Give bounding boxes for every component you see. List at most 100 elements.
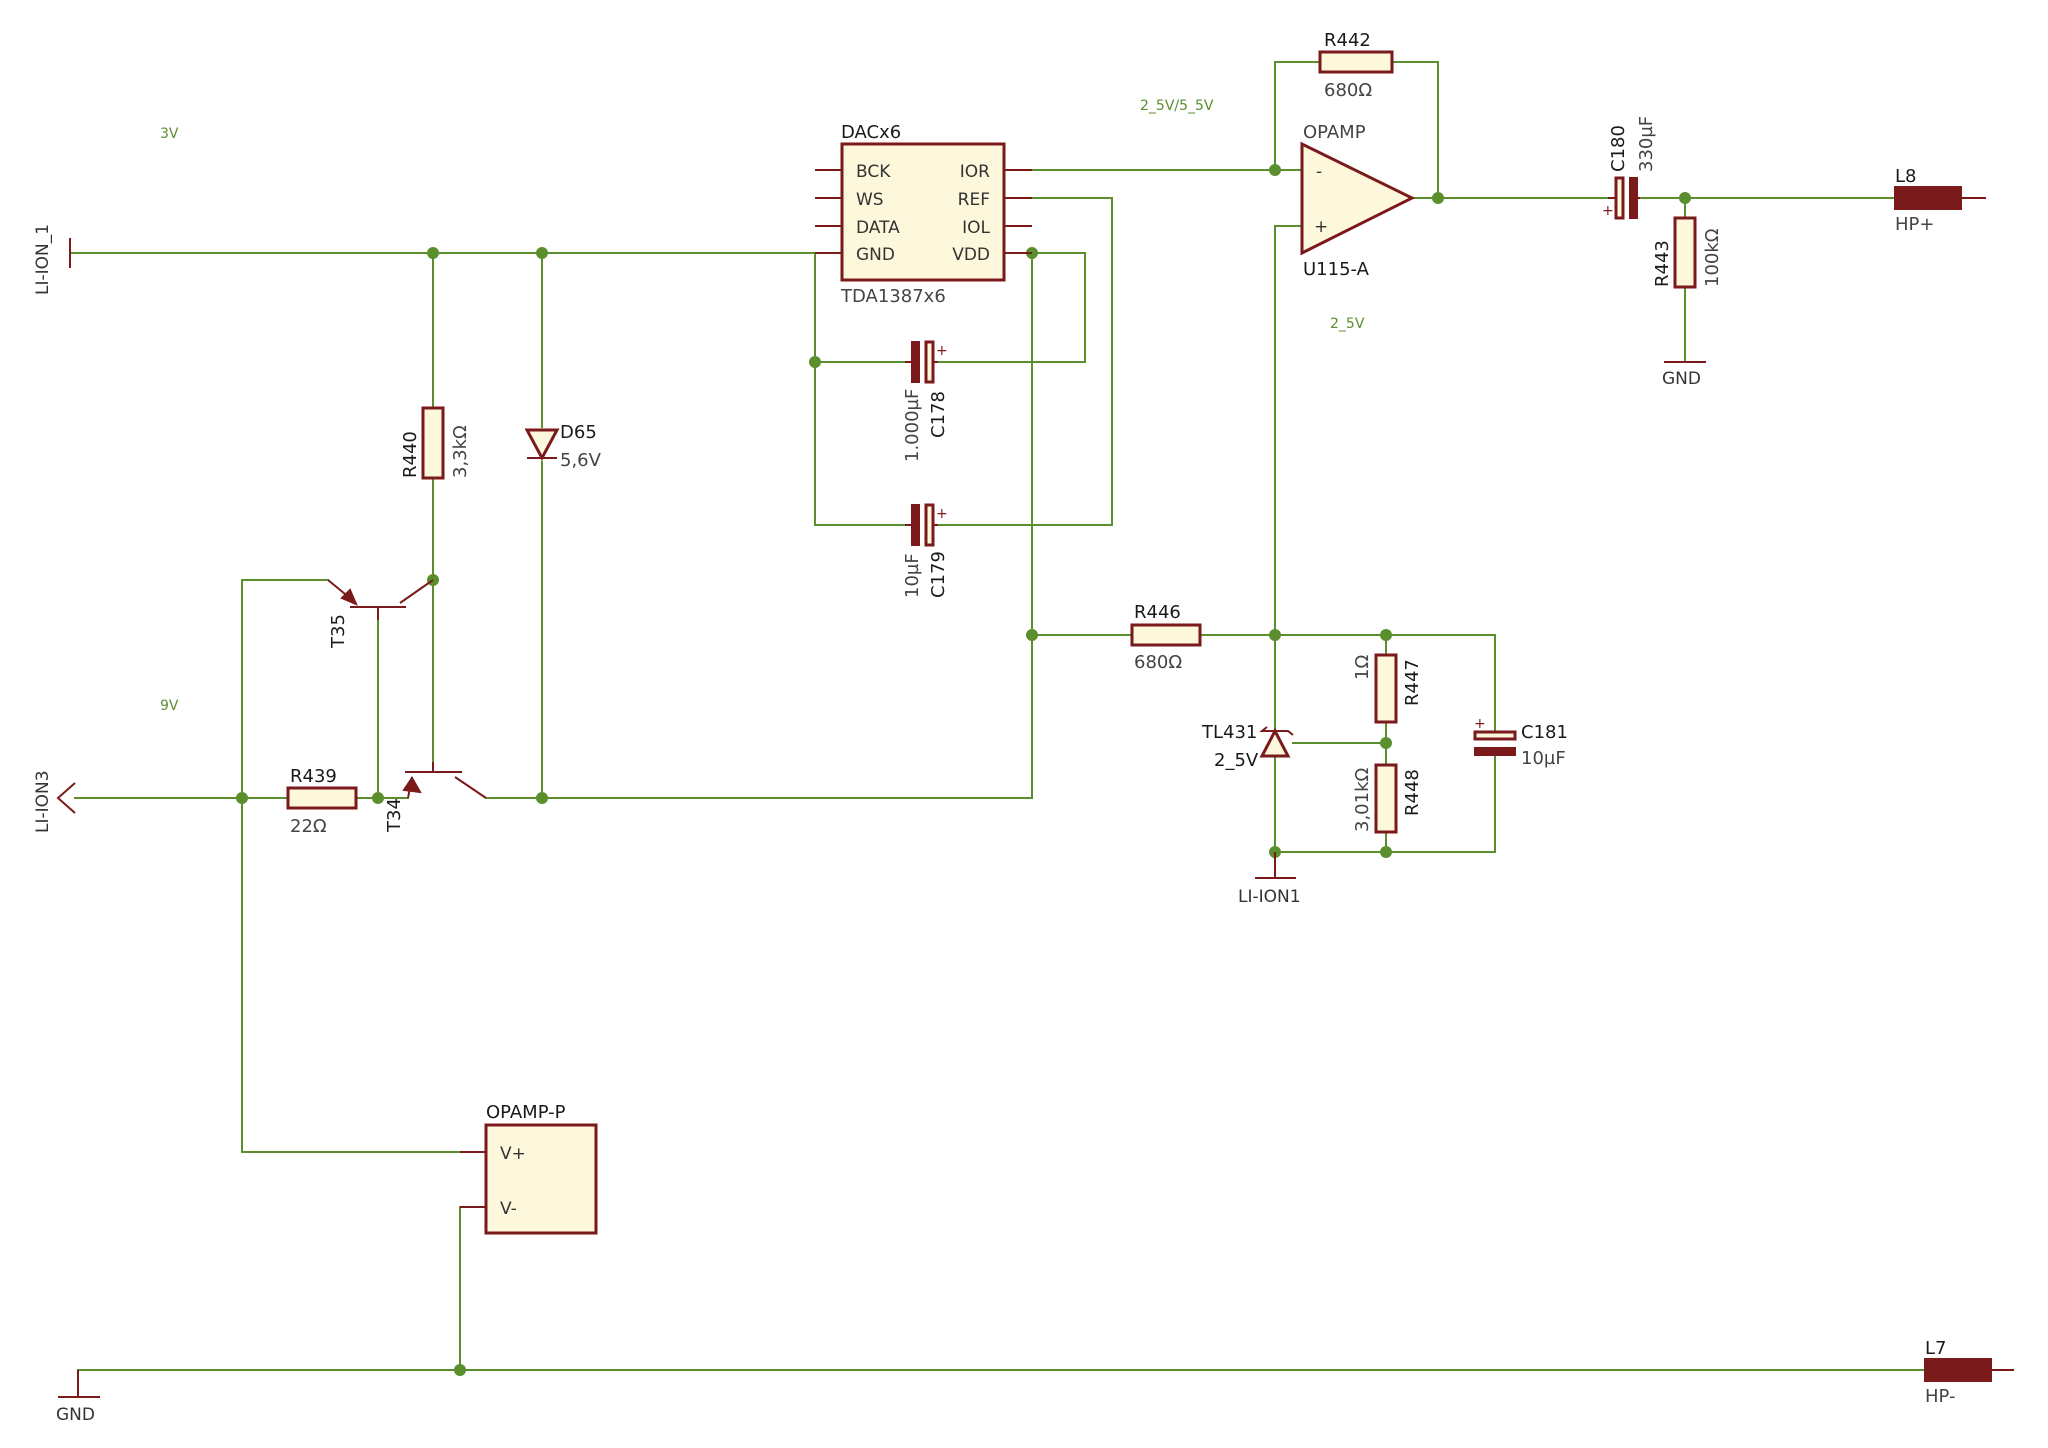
junction-dot — [536, 792, 548, 804]
c179-name: C179 — [928, 551, 949, 598]
resistor-r446: R446 680Ω — [1130, 602, 1202, 673]
junction-dot — [1679, 192, 1691, 204]
opamp-part: U115-A — [1303, 259, 1370, 280]
supply-gnd-left: GND — [56, 1370, 100, 1425]
net-label-2-5v: 2_5V — [1330, 316, 1365, 332]
opamp-u115a: - + OPAMP U115-A — [1300, 122, 1416, 280]
r439-value: 22Ω — [290, 816, 327, 837]
junction-dot — [1380, 737, 1392, 749]
resistor-r447: 1Ω R447 — [1352, 653, 1423, 724]
junction-dot — [1269, 629, 1281, 641]
r446-value: 680Ω — [1134, 652, 1182, 673]
dac-pin-gnd: GND — [856, 245, 895, 265]
supply-li-ion3: LI-ION3 — [33, 770, 76, 833]
r443-value: 100kΩ — [1702, 228, 1723, 287]
dac-pin-ior: IOR — [960, 162, 990, 182]
opamp-p-block: OPAMP-P V+ V- — [460, 1102, 598, 1235]
c178-name: C178 — [928, 391, 949, 438]
resistor-r443: R443 100kΩ — [1652, 216, 1723, 289]
capacitor-c181: + C181 10µF — [1473, 716, 1568, 769]
opamp-p-vminus: V- — [500, 1199, 517, 1219]
t34-name: T34 — [384, 798, 405, 833]
dac-pin-vdd: VDD — [952, 245, 990, 265]
shunt-reference-tl431: TL431 2_5V — [1201, 722, 1294, 771]
c180-name: C180 — [1608, 125, 1629, 172]
t35-name: T35 — [328, 614, 349, 649]
dac-ic: DACx6 TDA1387x6 BCK WS DATA GND IOR REF … — [815, 122, 1032, 307]
r448-value: 3,01kΩ — [1352, 767, 1373, 832]
opamp-plus: + — [1314, 217, 1328, 237]
c178-value: 1.000µF — [902, 389, 923, 462]
junction-dot — [1026, 629, 1038, 641]
r447-name: R447 — [1402, 659, 1423, 706]
supply-li-ion3-label: LI-ION3 — [33, 770, 53, 833]
diode-d65: D65 5,6V — [524, 422, 602, 471]
wires — [69, 61, 1926, 1371]
t34-emitter-arrow — [402, 776, 422, 794]
opamp-p-body — [484, 1123, 598, 1235]
junction-dot — [809, 356, 821, 368]
capacitor-c180: + C180 330µF — [1602, 116, 1657, 220]
transistor-t35: T35 — [327, 579, 434, 649]
tl431-name: TL431 — [1201, 722, 1257, 743]
opamp-triangle — [1300, 141, 1416, 256]
dac-body — [840, 142, 1006, 282]
r442-value: 680Ω — [1324, 80, 1372, 101]
junction-dot — [1432, 192, 1444, 204]
capacitor-c178: + 1.000µF C178 — [902, 340, 949, 462]
r443-name: R443 — [1652, 240, 1673, 287]
junction-dot — [536, 247, 548, 259]
l8-name: L8 — [1895, 166, 1916, 187]
junction-dot — [454, 1364, 466, 1376]
c179-plus: + — [936, 506, 948, 522]
resistor-r440: R440 3,3kΩ — [400, 406, 471, 480]
net-label-2-5v-5-5v: 2_5V/5_5V — [1140, 98, 1214, 114]
opamp-name: OPAMP — [1303, 122, 1366, 143]
r440-name: R440 — [400, 431, 421, 478]
junction-dot — [236, 792, 248, 804]
capacitor-c179: + 10µF C179 — [902, 503, 949, 598]
supply-gnd-right-label: GND — [1662, 369, 1701, 389]
opamp-p-vplus: V+ — [500, 1144, 526, 1164]
l7-name: L7 — [1925, 1338, 1946, 1359]
c178-plus: + — [936, 343, 948, 359]
dac-pin-ws: WS — [856, 190, 884, 210]
c180-plus: + — [1602, 203, 1614, 219]
opamp-minus: - — [1316, 162, 1322, 182]
junction-dot — [372, 792, 384, 804]
dac-value: TDA1387x6 — [840, 286, 946, 307]
opamp-p-name: OPAMP-P — [486, 1102, 566, 1123]
dac-pin-ref: REF — [958, 190, 990, 210]
l8-value: HP+ — [1895, 214, 1934, 235]
net-label-9v: 9V — [160, 698, 179, 714]
junction-dot — [1380, 846, 1392, 858]
c181-name: C181 — [1521, 722, 1568, 743]
resistor-r442: R442 680Ω — [1318, 30, 1394, 101]
junction-dot — [427, 247, 439, 259]
dac-name: DACx6 — [841, 122, 901, 143]
r442-name: R442 — [1324, 30, 1371, 51]
dac-pin-iol: IOL — [962, 218, 990, 238]
supply-gnd-right: GND — [1662, 361, 1706, 389]
d65-name: D65 — [560, 422, 597, 443]
supply-li-ion1: LI-ION1 — [1238, 852, 1301, 907]
supply-li-ion-1-label: LI-ION_1 — [33, 224, 53, 295]
c179-value: 10µF — [902, 553, 923, 598]
transistor-t34: T34 — [384, 762, 487, 833]
supply-gnd-left-label: GND — [56, 1405, 95, 1425]
dac-pin-data: DATA — [856, 218, 900, 238]
l7-value: HP- — [1925, 1386, 1956, 1407]
supply-li-ion-1: LI-ION_1 — [33, 224, 71, 295]
junction-dots — [236, 164, 1691, 1376]
supply-li-ion1-label: LI-ION1 — [1238, 887, 1301, 907]
tl431-value: 2_5V — [1214, 750, 1259, 771]
c181-plus: + — [1474, 716, 1486, 732]
r439-name: R439 — [290, 766, 337, 787]
c181-value: 10µF — [1521, 748, 1566, 769]
c180-value: 330µF — [1636, 116, 1657, 172]
r440-value: 3,3kΩ — [450, 425, 471, 478]
t35-emitter-arrow — [340, 588, 358, 606]
junction-dot — [1269, 164, 1281, 176]
r447-value: 1Ω — [1352, 655, 1373, 680]
